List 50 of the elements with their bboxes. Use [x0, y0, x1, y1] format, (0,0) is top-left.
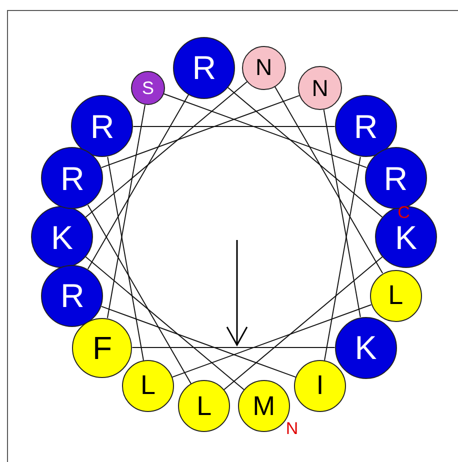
connector-line: [85, 81, 248, 218]
residue-letter: K: [354, 331, 377, 364]
connector-line: [85, 256, 244, 390]
residue-circle: [31, 206, 93, 268]
residue-circle: [122, 360, 174, 412]
residue-letter: I: [316, 372, 324, 400]
residue-letter: R: [192, 51, 216, 84]
residue-circle: [370, 270, 422, 322]
residue-letter: L: [140, 372, 156, 400]
residue-letter: N: [256, 56, 272, 80]
connector-line: [224, 256, 383, 390]
residue-letter: L: [196, 392, 212, 420]
residue-circle: [72, 318, 132, 378]
residue-letter: S: [142, 79, 154, 98]
residue-circle: [242, 46, 286, 90]
residue-letter: R: [60, 279, 84, 312]
residue-letter: R: [384, 162, 408, 195]
residue-letter: F: [92, 332, 112, 364]
connector-line: [132, 347, 336, 348]
terminus-label: C: [398, 204, 410, 222]
connector-line: [87, 204, 192, 384]
connector-line: [101, 95, 300, 168]
residue-circle: [298, 66, 342, 110]
connector-line: [172, 304, 372, 378]
connector-line: [132, 126, 336, 127]
connector-line: [227, 87, 383, 218]
terminus-label: N: [286, 420, 298, 438]
residue-circle: [334, 316, 397, 379]
connector-line: [106, 104, 146, 319]
residue-letter: M: [252, 392, 276, 420]
connector-line: [274, 86, 384, 274]
residue-circle: [375, 206, 437, 268]
residue-letter: R: [90, 110, 114, 143]
residue-circle: [131, 71, 165, 106]
connector-line: [323, 109, 361, 318]
residue-letter: R: [354, 110, 378, 143]
connector-line: [163, 93, 367, 168]
residue-circle: [71, 95, 134, 158]
connector-line: [101, 306, 296, 378]
residue-circle: [334, 95, 397, 158]
residue-letter: N: [312, 76, 328, 100]
residue-circle: [294, 360, 346, 412]
residue-letter: R: [60, 162, 84, 195]
residue-letter: K: [394, 220, 417, 254]
connector-line: [324, 156, 361, 361]
residue-circle: [173, 36, 236, 99]
connector-line: [87, 94, 190, 270]
residue-letter: K: [50, 220, 73, 254]
residue-letter: L: [388, 282, 404, 310]
connector-line: [107, 156, 144, 361]
